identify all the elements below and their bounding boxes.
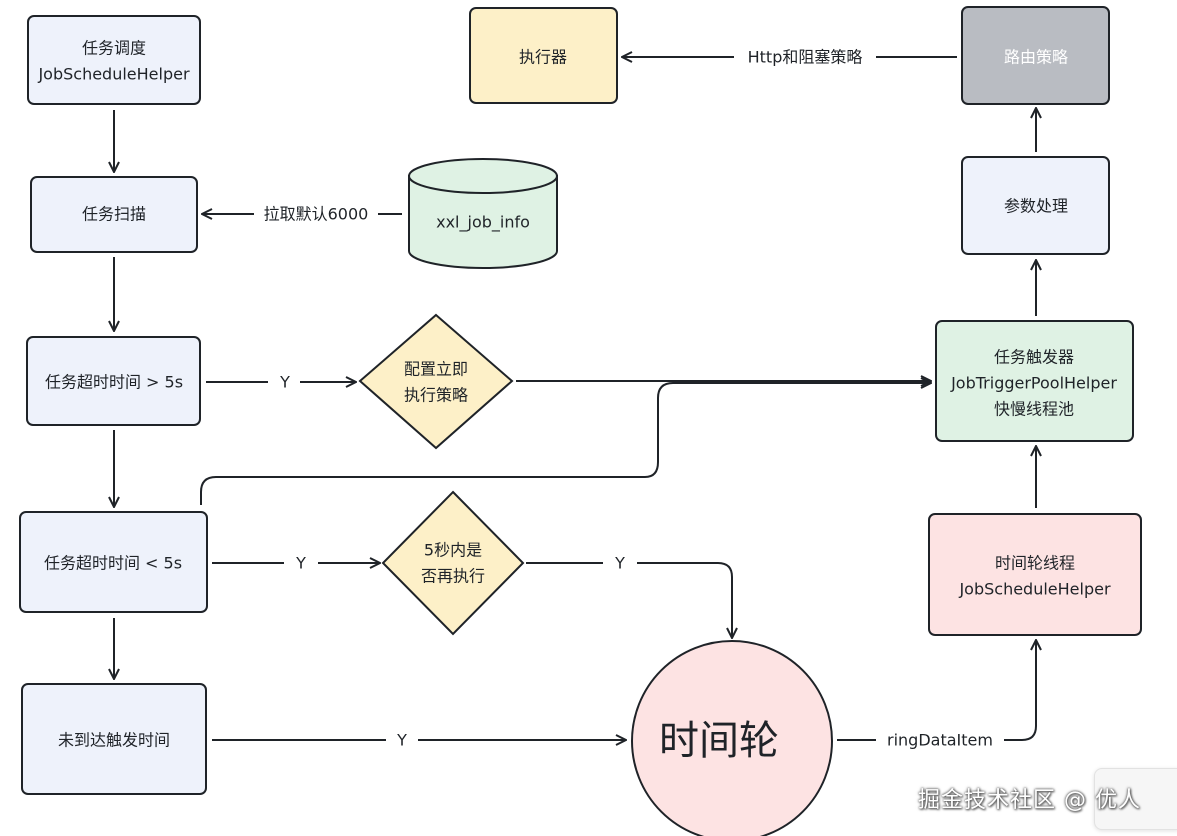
node-immediate-line-2: 执行策略 (404, 386, 468, 405)
node-not-reached (21, 683, 207, 795)
node-ring-thread (928, 513, 1142, 636)
node-schedule (27, 15, 201, 105)
node-route (961, 6, 1110, 105)
node-within5-line-2: 否再执行 (421, 567, 485, 586)
edge-label-ring-data: ringDataItem (887, 731, 993, 750)
edge-label-http: Http和阻塞策略 (748, 48, 863, 67)
edge-label-y-gt: Y (279, 373, 290, 392)
node-db (408, 158, 558, 269)
node-ring-thread-line-1: 时间轮线程 (995, 554, 1075, 573)
node-not-reached-label: 未到达触发时间 (58, 731, 170, 750)
node-scan-label: 任务扫描 (82, 205, 146, 224)
edge-label-y-lt: Y (295, 554, 306, 573)
node-ring (631, 640, 833, 836)
node-within5-line-1: 5秒内是 (424, 541, 482, 560)
node-timeout-lt-label: 任务超时时间 < 5s (44, 554, 182, 573)
corner-widget[interactable] (1094, 768, 1177, 830)
node-trigger-line-2: JobTriggerPoolHelper (950, 374, 1117, 393)
node-ring-label: 时间轮 (659, 718, 779, 764)
node-executor (469, 7, 618, 104)
node-executor-label: 执行器 (519, 48, 567, 67)
node-db-label: xxl_job_info (436, 213, 530, 233)
edge-ring-to-thread-b (1004, 640, 1036, 741)
node-schedule-line-2: JobScheduleHelper (37, 65, 190, 84)
node-trigger-line-3: 快慢线程池 (994, 400, 1074, 419)
node-immediate (358, 313, 514, 450)
node-schedule-line-1: 任务调度 (82, 39, 146, 58)
node-route-label: 路由策略 (1004, 48, 1068, 67)
node-immediate-line-1: 配置立即 (404, 360, 468, 379)
node-scan (30, 176, 198, 253)
node-params (961, 156, 1110, 255)
watermark-text: 掘金技术社区 @ 优人 (918, 788, 1141, 813)
node-trigger (935, 320, 1134, 442)
node-timeout-gt-label: 任务超时时间 > 5s (45, 373, 183, 392)
edge-label-y-within: Y (614, 554, 625, 573)
node-params-label: 参数处理 (1004, 197, 1068, 216)
node-ring-thread-line-2: JobScheduleHelper (958, 580, 1111, 599)
node-timeout-lt (19, 511, 208, 613)
node-trigger-line-1: 任务触发器 (994, 348, 1074, 367)
edge-within-to-ring-b (637, 562, 732, 638)
node-timeout-gt (26, 336, 201, 426)
edge-label-pull: 拉取默认6000 (264, 205, 369, 224)
edge-label-y-not-reached: Y (396, 731, 407, 750)
node-within5 (381, 490, 525, 636)
edge-lt-to-trigger (200, 383, 931, 505)
